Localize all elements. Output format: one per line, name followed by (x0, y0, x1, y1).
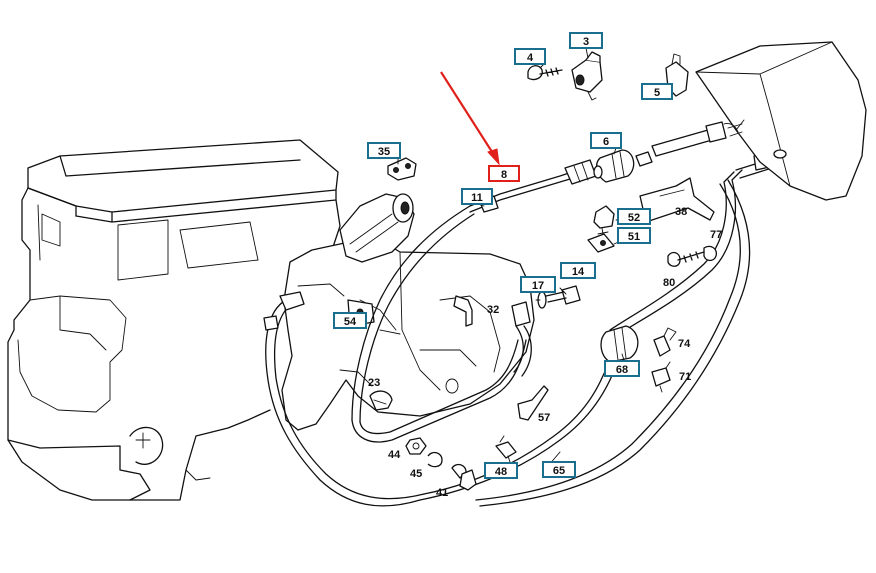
callout-11[interactable]: 11 (461, 188, 493, 205)
label-45: 45 (410, 468, 423, 480)
label-32: 32 (487, 304, 500, 316)
right-housing-illustration (651, 41, 867, 201)
callout-3[interactable]: 3 (569, 32, 603, 49)
highlight-pointer-arrow (440, 71, 500, 166)
transmission-illustration (281, 193, 535, 431)
label-71: 71 (679, 371, 692, 383)
callout-65[interactable]: 65 (542, 461, 576, 478)
callout-8-highlighted[interactable]: 8 (488, 165, 520, 182)
callout-17[interactable]: 17 (520, 276, 556, 293)
label-57: 57 (538, 412, 551, 424)
label-38: 38 (675, 206, 688, 218)
label-77: 77 (710, 229, 723, 241)
callout-4[interactable]: 4 (514, 48, 546, 65)
callout-48[interactable]: 48 (484, 462, 518, 479)
label-80: 80 (663, 277, 676, 289)
hoses-and-cables (263, 151, 775, 507)
label-74: 74 (678, 338, 691, 350)
small-parts (369, 51, 717, 491)
callout-54[interactable]: 54 (333, 312, 367, 329)
callout-52[interactable]: 52 (617, 208, 651, 225)
callout-5[interactable]: 5 (641, 83, 673, 100)
engine-block-illustration (7, 139, 341, 501)
label-44: 44 (388, 449, 401, 461)
callout-35[interactable]: 35 (367, 142, 401, 159)
callout-14[interactable]: 14 (560, 262, 596, 279)
callout-6[interactable]: 6 (590, 132, 622, 149)
label-41: 41 (436, 487, 449, 499)
label-23: 23 (368, 377, 381, 389)
callout-68[interactable]: 68 (604, 360, 640, 377)
callout-51[interactable]: 51 (617, 227, 651, 244)
